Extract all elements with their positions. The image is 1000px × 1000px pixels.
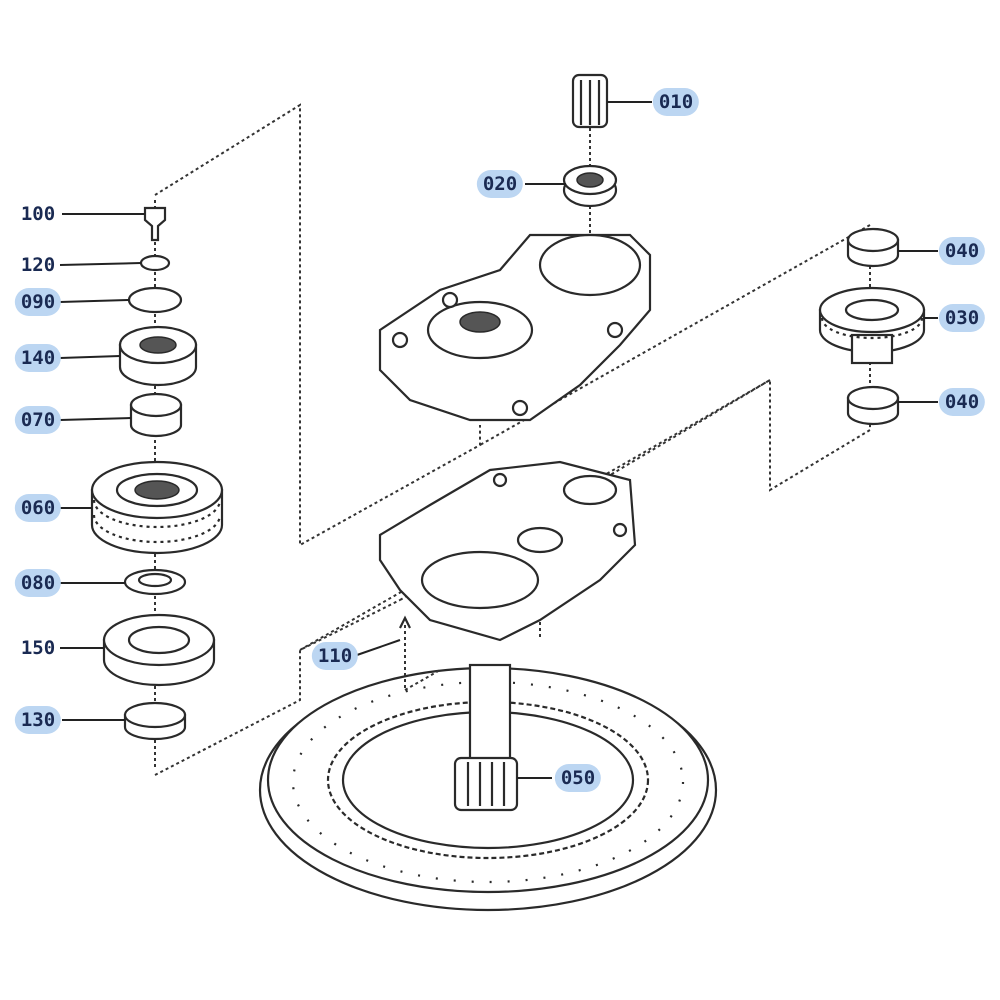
callout-100[interactable]: 100	[20, 203, 56, 225]
upper-housing	[378, 233, 652, 422]
part-130-seal	[123, 701, 187, 741]
part-020-bearing	[562, 164, 618, 208]
callout-150[interactable]: 150	[20, 637, 56, 659]
callout-110[interactable]: 110	[311, 642, 359, 670]
callout-040-top[interactable]: 040	[938, 237, 986, 265]
callout-140[interactable]: 140	[14, 344, 62, 372]
part-040-bearing-bottom	[846, 385, 900, 426]
part-090-spacer	[127, 286, 183, 314]
callout-070[interactable]: 070	[14, 406, 62, 434]
callout-010[interactable]: 010	[652, 88, 700, 116]
callout-050[interactable]: 050	[554, 764, 602, 792]
part-060-gear	[90, 460, 224, 555]
part-080-collar	[123, 568, 187, 596]
part-050-pinion-shaft	[453, 663, 519, 812]
callout-030[interactable]: 030	[938, 304, 986, 332]
part-040-bearing-top	[846, 227, 900, 268]
part-110-pins	[399, 615, 441, 691]
callout-020[interactable]: 020	[476, 170, 524, 198]
part-010-shaft	[571, 73, 609, 129]
part-150-bearing	[102, 613, 216, 687]
lower-housing	[378, 460, 637, 642]
callout-040-bottom[interactable]: 040	[938, 388, 986, 416]
part-140-bearing	[118, 325, 198, 387]
part-070-collar	[129, 392, 183, 438]
callout-090[interactable]: 090	[14, 288, 62, 316]
callout-060[interactable]: 060	[14, 494, 62, 522]
callout-080[interactable]: 080	[14, 569, 62, 597]
callout-130[interactable]: 130	[14, 706, 62, 734]
part-100-bolt	[143, 206, 167, 242]
callout-120[interactable]: 120	[20, 254, 56, 276]
part-030-gear	[818, 286, 926, 365]
leader-lines	[59, 101, 938, 779]
part-120-washer	[139, 254, 171, 272]
